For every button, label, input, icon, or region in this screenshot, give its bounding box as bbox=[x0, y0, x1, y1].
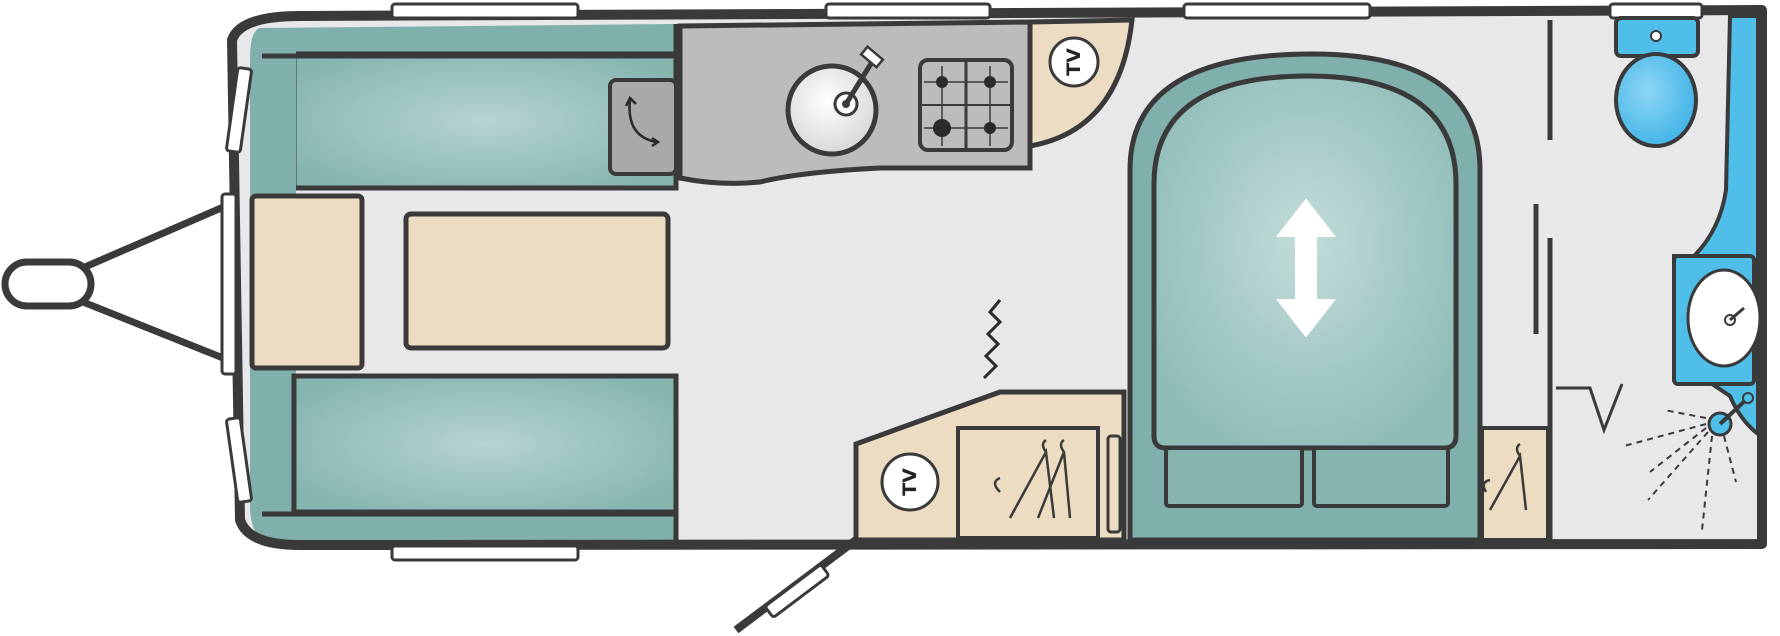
hitch-head bbox=[1, 258, 95, 310]
front-lounge bbox=[250, 24, 679, 545]
tow-hitch bbox=[1, 201, 230, 364]
hob-icon bbox=[918, 58, 1014, 152]
front-seat-bottom bbox=[291, 373, 679, 515]
washroom-partition bbox=[1533, 20, 1553, 544]
window-bed bbox=[1182, 2, 1372, 20]
bed-lift-arrow-icon bbox=[1275, 198, 1337, 338]
window-front-left-top bbox=[225, 66, 253, 154]
windows bbox=[220, 2, 1704, 562]
wardrobe-unit: TV bbox=[853, 389, 1127, 543]
shower-icon bbox=[1556, 383, 1754, 531]
tv-corner-top: TV bbox=[1027, 17, 1135, 149]
tv-icon bbox=[880, 452, 940, 512]
hanger-icon bbox=[993, 438, 1072, 519]
tv-label-top: TV bbox=[1063, 48, 1085, 76]
window-front-bottom bbox=[390, 544, 580, 562]
kitchen-unit bbox=[608, 19, 1033, 186]
lounge-table bbox=[403, 211, 671, 351]
bedside-drawer-left bbox=[1164, 446, 1304, 508]
fridge-door-arrow-icon bbox=[624, 95, 661, 148]
window-front-left-bottom bbox=[225, 416, 253, 504]
toilet-icon bbox=[1614, 16, 1700, 148]
window-front-left-mid bbox=[220, 192, 238, 376]
front-chest bbox=[249, 193, 365, 371]
entrance-door bbox=[733, 536, 859, 634]
wardrobe-small bbox=[1480, 426, 1550, 542]
window-front-top bbox=[390, 2, 580, 20]
front-seat-bottom-back bbox=[262, 512, 676, 544]
washroom-vanity bbox=[1672, 14, 1762, 439]
tv-label-bottom: TV bbox=[899, 468, 921, 496]
bedside-drawer-right bbox=[1312, 446, 1450, 508]
tv-icon bbox=[1048, 36, 1100, 88]
basin-icon bbox=[1686, 268, 1762, 368]
outer-wall bbox=[227, 5, 1767, 550]
fridge bbox=[608, 78, 678, 176]
window-kitchen bbox=[824, 2, 992, 20]
sink-tap-icon bbox=[843, 60, 875, 106]
heater-icon bbox=[982, 299, 1003, 380]
hanger-icon bbox=[1482, 442, 1528, 511]
window-washroom bbox=[1608, 2, 1704, 20]
wardrobe-handle bbox=[1106, 434, 1122, 534]
island-bed bbox=[1127, 51, 1483, 543]
front-seat-top-back bbox=[262, 24, 676, 56]
